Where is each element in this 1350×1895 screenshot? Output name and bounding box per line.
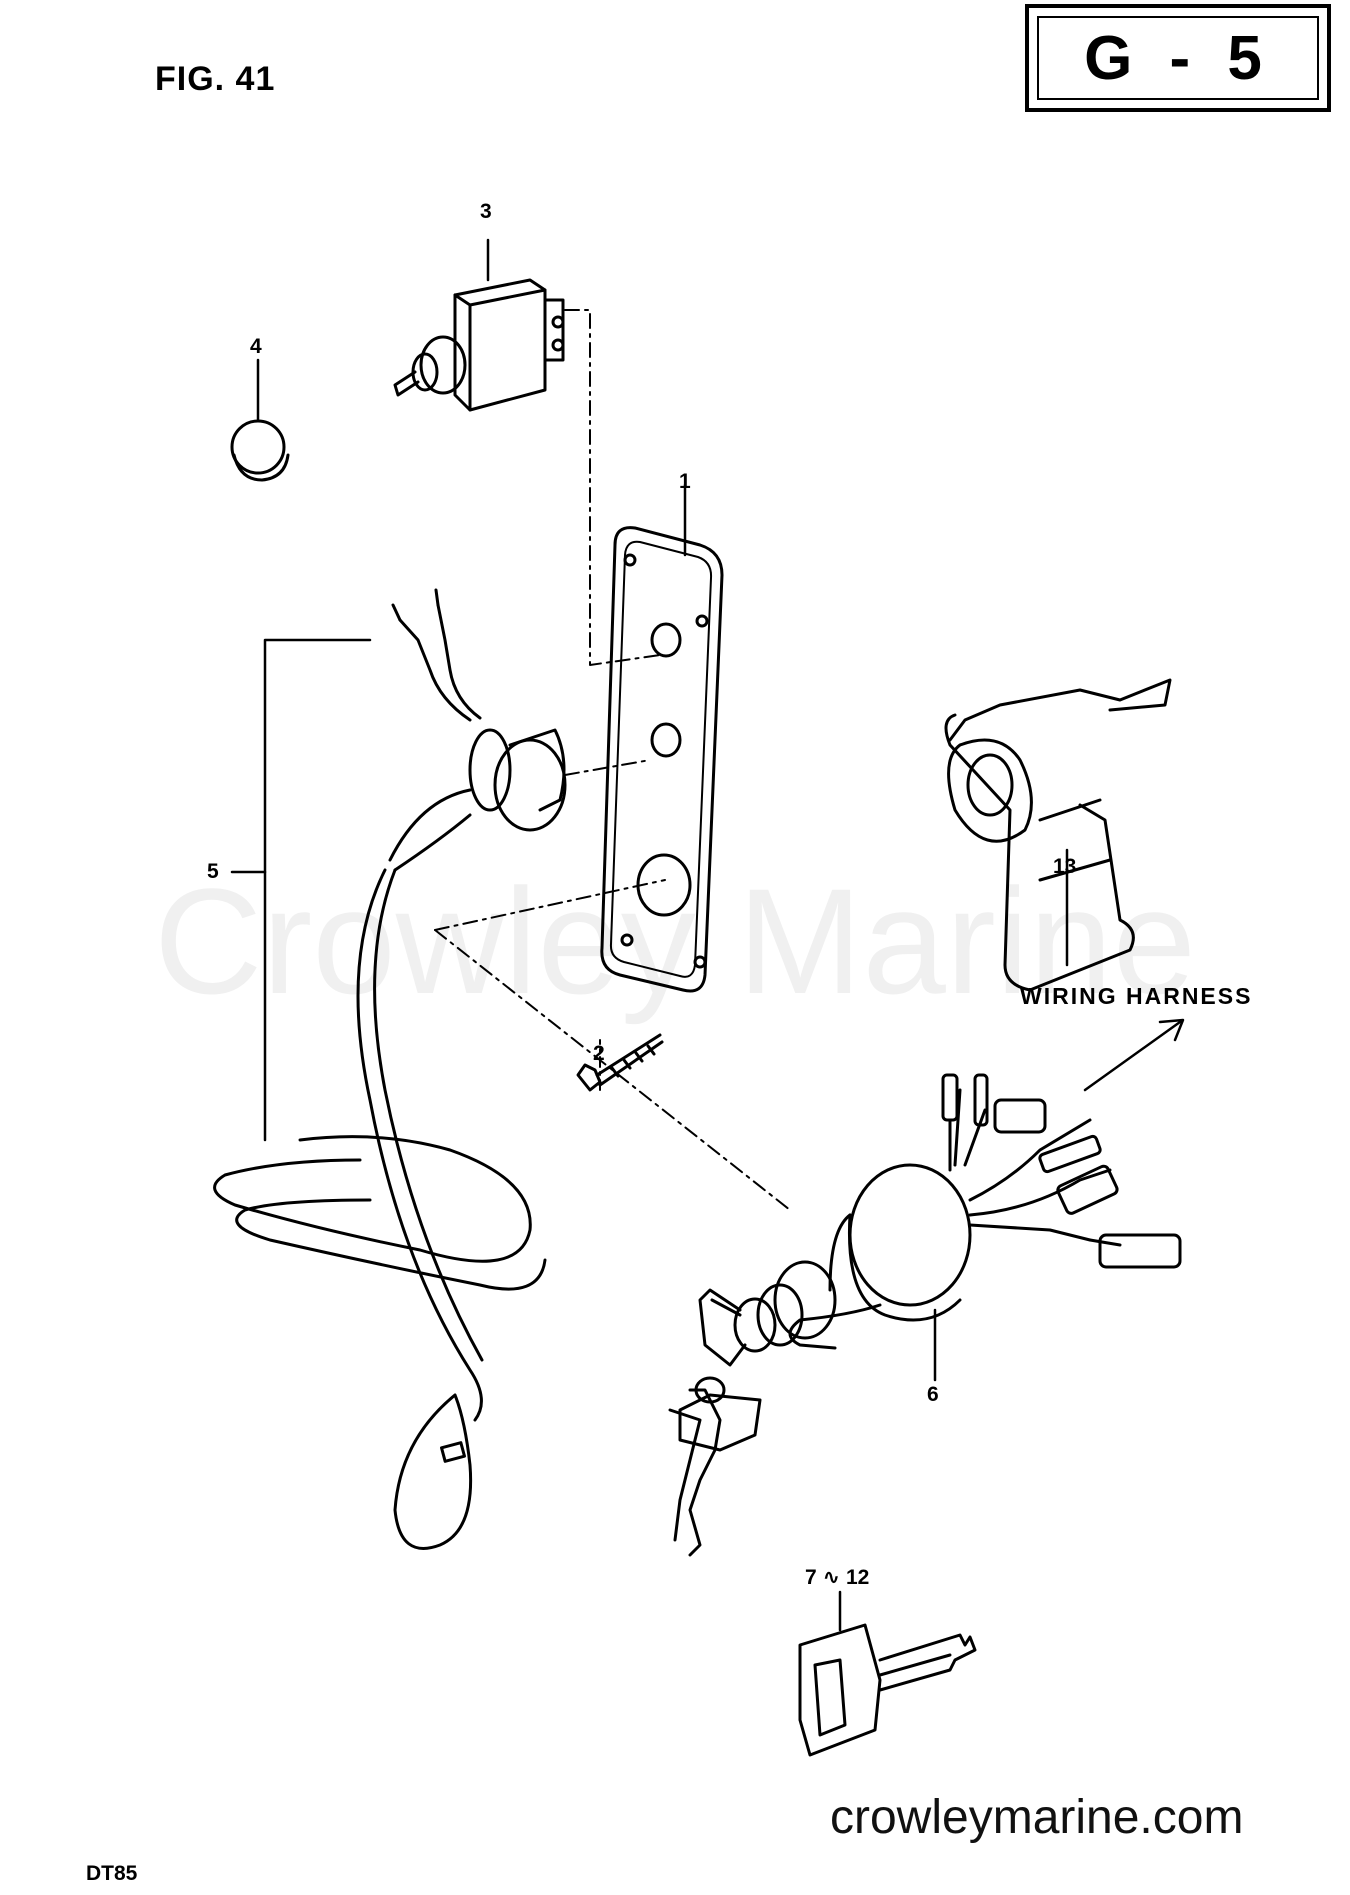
wiring-harness-label: WIRING HARNESS	[1020, 983, 1253, 1009]
bracket-line-5	[263, 638, 372, 1142]
callout-7-12: 7 ∿ 12	[805, 1566, 870, 1589]
cap-part	[230, 419, 290, 482]
section-code: G - 5	[1084, 23, 1272, 93]
assembly-line-switch	[564, 309, 661, 666]
callout-1: 1	[679, 470, 691, 493]
section-code-box: G - 5	[1025, 4, 1331, 112]
panel-plate-part	[600, 526, 724, 993]
mounting-bracket-part	[944, 678, 1172, 992]
callout-3: 3	[480, 200, 492, 223]
watermark: Crowley Marine	[154, 857, 1196, 1025]
callout-13: 13	[1053, 855, 1077, 878]
callout-2: 2	[593, 1042, 605, 1065]
site-url: crowleymarine.com	[830, 1791, 1244, 1844]
callout-6: 6	[927, 1383, 939, 1406]
wiring-harness-arrow	[1083, 1018, 1185, 1092]
spare-key-part	[798, 1623, 977, 1757]
toggle-switch-part	[393, 278, 565, 412]
ignition-switch-part	[668, 1073, 1182, 1557]
stop-switch-lanyard-part	[213, 588, 567, 1550]
figure-title: FIG. 41	[155, 60, 276, 98]
assembly-line-ignition	[434, 929, 791, 1211]
model-code: DT85	[86, 1862, 138, 1885]
callout-4: 4	[250, 335, 262, 358]
screw-part	[576, 1033, 664, 1092]
callout-5: 5	[207, 860, 219, 883]
